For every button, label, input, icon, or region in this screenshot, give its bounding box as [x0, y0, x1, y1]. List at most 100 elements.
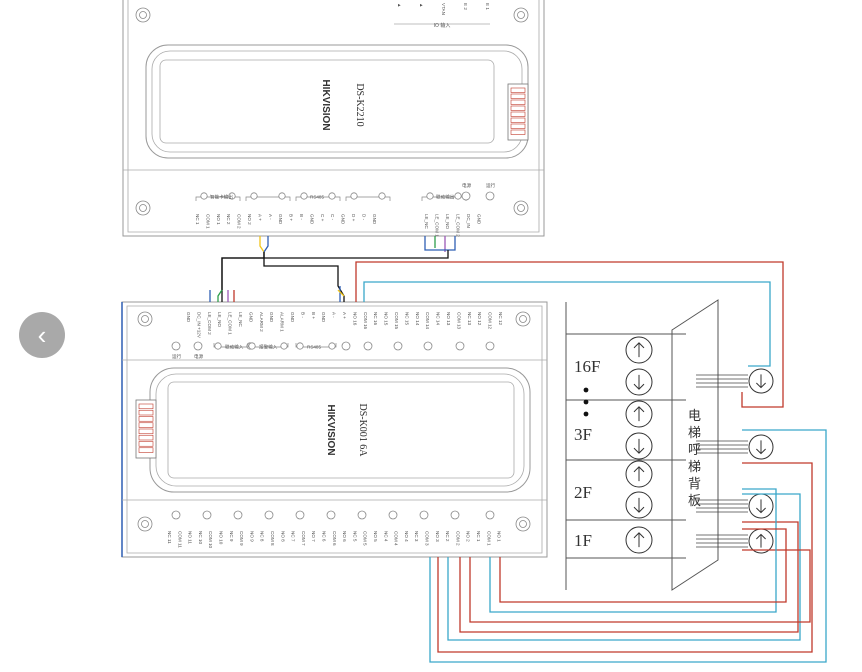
lower-top-terminal-label: GND	[186, 312, 191, 323]
lower-model: DS-K001 6A	[357, 403, 368, 457]
wire	[424, 236, 444, 251]
lower-top-terminal-label: COM 12	[488, 312, 493, 330]
upper-terminal-label: LE_NO	[445, 214, 450, 229]
lower-top-terminal-label: A -	[332, 312, 337, 318]
wire	[337, 289, 345, 297]
lower-top-terminal-label: ALARM 1	[280, 312, 285, 332]
lower-top-terminal-label: DC_IN +12V	[196, 312, 201, 339]
lower-top-terminal-label: LE_COM 1	[228, 312, 233, 335]
upper-top-small-label: VTAN	[441, 3, 446, 15]
upper-terminal-label: GND	[309, 214, 314, 225]
lower-bottom-terminal-label: NO 6	[342, 531, 347, 542]
panel-side-char: 板	[688, 493, 701, 508]
lower-bottom-terminal-label: COM 9	[239, 531, 244, 546]
up-arrow-circle-icon	[625, 336, 653, 364]
dip-switch-lever	[510, 111, 526, 117]
lower-bottom-terminal-label: NO 1	[497, 531, 502, 542]
panel-side-char: 梯	[688, 459, 701, 474]
wire	[447, 493, 801, 641]
indicator-led	[485, 341, 495, 351]
lower-brand: HIKVISION	[325, 404, 336, 455]
upper-group-label: RS485	[310, 195, 324, 200]
lower-top-terminal-label: COM 16	[363, 312, 368, 330]
status-led	[485, 191, 495, 201]
indicator-led	[357, 510, 367, 520]
upper-screw-tl	[135, 7, 151, 23]
down-arrow-circle-icon	[748, 493, 774, 519]
upper-screw-br	[513, 200, 529, 216]
lower-bottom-terminal-label: NO 11	[188, 531, 193, 544]
indicator-led	[193, 341, 203, 351]
wire	[259, 236, 265, 253]
upper-terminal-label: GND	[278, 214, 283, 225]
down-arrow-circle-icon	[625, 368, 653, 396]
indicator-led	[393, 341, 403, 351]
lower-top-terminal-label: B +	[311, 312, 316, 319]
upper-top-small-label: ▲	[397, 3, 402, 8]
indicator-led	[233, 510, 243, 520]
lower-bottom-terminal-label: NC 8	[260, 531, 265, 542]
lower-bottom-terminal-label: COM 1	[486, 531, 491, 546]
down-arrow-circle-icon	[625, 491, 653, 519]
upper-status-label: 运行	[486, 182, 496, 189]
dip-switch-lever	[138, 428, 154, 435]
upper-brand: HIKVISION	[320, 79, 331, 130]
upper-terminal-label: GND	[372, 214, 377, 225]
wire	[263, 236, 269, 253]
indicator-led	[214, 342, 222, 350]
upper-group-label: 智能卡输出	[210, 194, 233, 201]
lower-bottom-terminal-label: NC 5	[352, 531, 357, 542]
lower-top-terminal-label: B -	[300, 312, 305, 318]
upper-top-small-label: E 1	[485, 3, 490, 10]
lower-bottom-terminal-label: COM 8	[270, 531, 275, 546]
lower-bottom-terminal-label: NC 7	[291, 531, 296, 542]
lower-bottom-terminal-label: NO 7	[311, 531, 316, 542]
back-button[interactable]: ‹	[19, 312, 65, 358]
lower-top-terminal-label: COM 14	[425, 312, 430, 330]
indicator-led	[341, 341, 351, 351]
lower-top-terminal-label: A +	[342, 312, 347, 319]
indicator-led	[296, 342, 304, 350]
up-arrow-circle-icon	[625, 400, 653, 428]
lower-top-terminal-label: LE_COM 2	[207, 312, 212, 335]
lower-bottom-terminal-label: NO 10	[219, 531, 224, 545]
lower-top-terminal-label: NO 16	[352, 312, 357, 326]
indicator-led	[328, 342, 336, 350]
upper-terminal-label: C +	[320, 214, 325, 222]
panel-side-char: 梯	[688, 425, 701, 440]
down-arrow-circle-icon	[748, 434, 774, 460]
panel-call-buttons	[625, 336, 653, 554]
lower-bottom-terminal-label: NC 1	[476, 531, 481, 542]
lower-top-terminal-label: NO 12	[477, 312, 482, 326]
lower-top-terminal-label: ALARM 2	[259, 312, 264, 332]
lower-bottom-terminal-label: NO 5	[373, 531, 378, 542]
down-arrow-circle-icon	[748, 368, 774, 394]
upper-terminal-label: COM 1	[205, 214, 210, 229]
dip-switch-lever	[510, 117, 526, 123]
indicator-led	[202, 510, 212, 520]
panel-side-char: 电	[688, 408, 701, 423]
indicator-led	[278, 192, 286, 200]
lower-screw-br	[515, 516, 531, 532]
lower-bottom-terminal-label: NC 2	[445, 531, 450, 542]
upper-top-small-label: E 2	[463, 3, 468, 10]
upper-terminal-label: NO 2	[247, 214, 252, 225]
lower-bottom-terminal-label: COM 11	[177, 531, 182, 548]
upper-terminal-label: GND	[341, 214, 346, 225]
up-arrow-circle-icon	[625, 526, 653, 554]
lower-top-terminal-label: LE_NO	[217, 312, 222, 327]
lower-dip-switch	[135, 399, 157, 459]
up-arrow-circle-icon	[748, 528, 774, 554]
lower-group-label: RS485	[307, 345, 321, 350]
upper-terminal-label: A +	[257, 214, 262, 221]
chevron-left-icon: ‹	[37, 320, 47, 350]
lower-top-terminal-label: NC 16	[373, 312, 378, 325]
